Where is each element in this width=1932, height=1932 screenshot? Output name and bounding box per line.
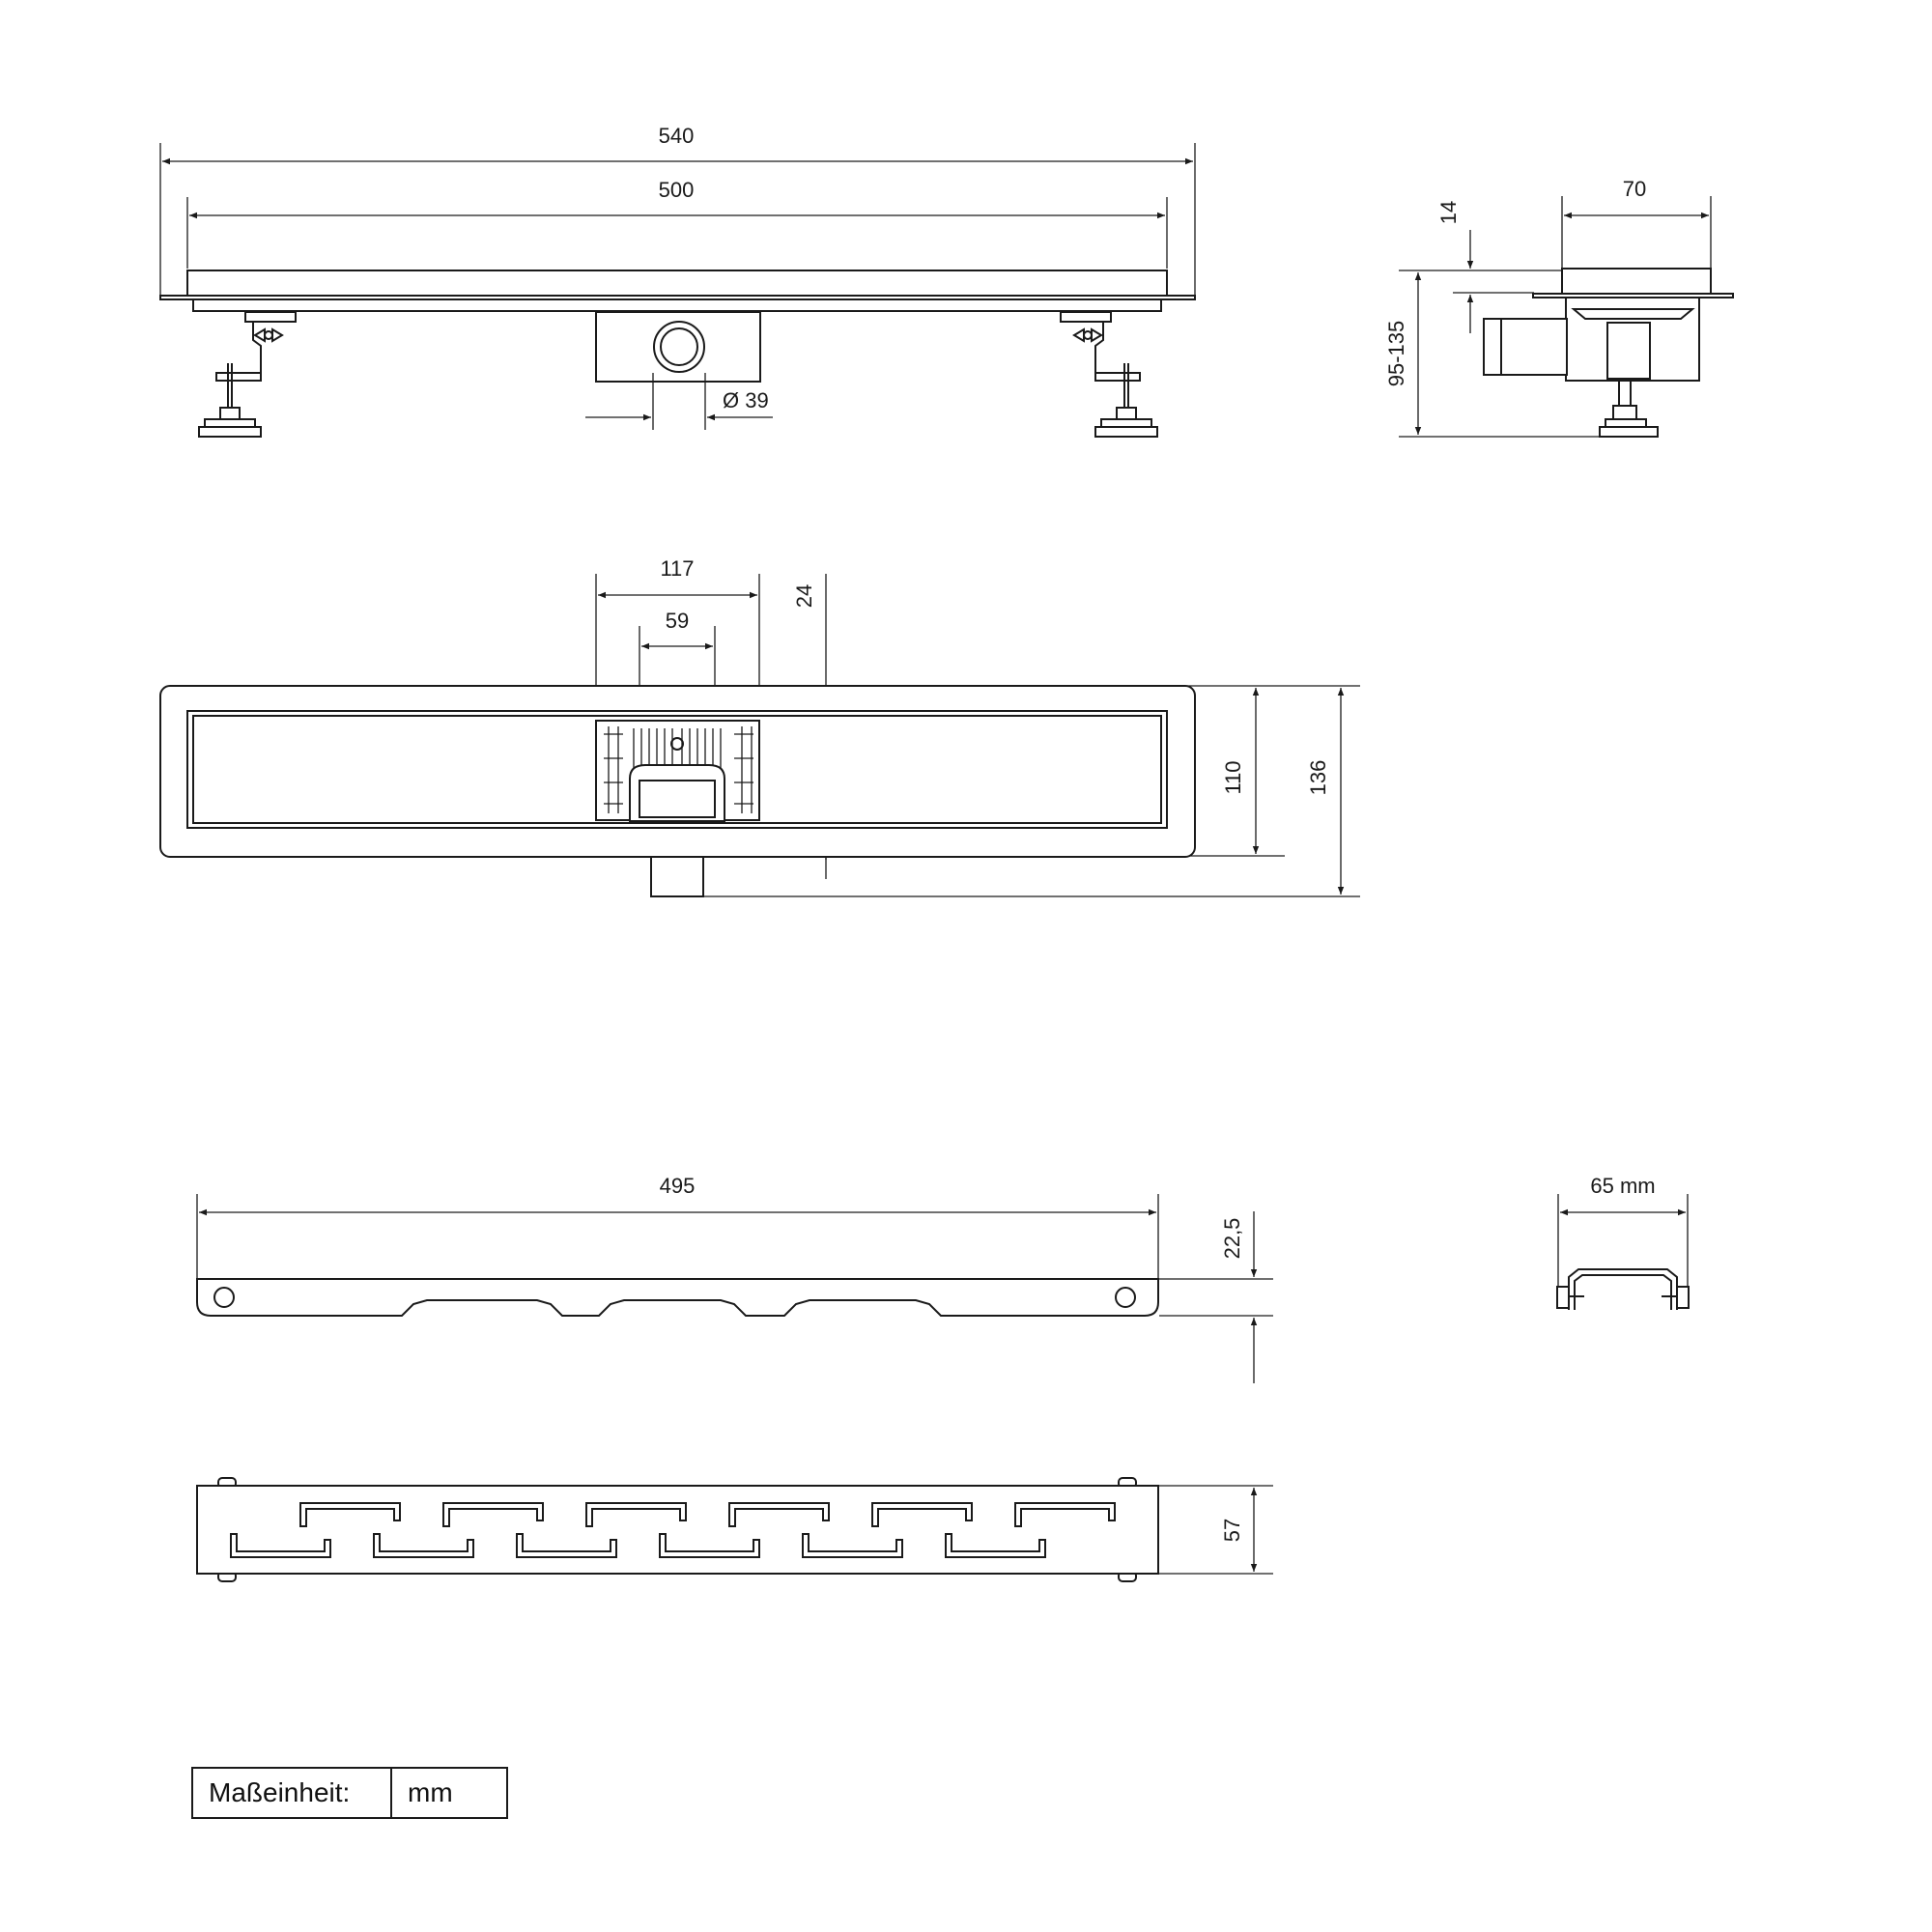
clip-view: 65 mm <box>1556 1174 1690 1310</box>
dim-label-136: 136 <box>1306 760 1330 796</box>
grate-pattern <box>230 1502 1116 1558</box>
grate <box>186 270 1168 297</box>
top-view: 117 59 24 110 136 <box>159 556 1360 897</box>
outlet-box <box>595 311 761 383</box>
unit-value: mm <box>408 1777 453 1807</box>
bracket-view: 495 22,5 <box>196 1174 1273 1383</box>
dim-label-24: 24 <box>792 584 816 608</box>
end-grate <box>1561 268 1712 295</box>
bracket-hole-left <box>213 1287 235 1308</box>
dim-label-70: 70 <box>1623 177 1646 201</box>
channel-body <box>192 298 1162 312</box>
outlet-stub <box>650 856 704 897</box>
dim-label-14: 14 <box>1436 201 1461 224</box>
dim-label-diameter: Ø 39 <box>723 388 769 412</box>
outlet-pipe-inner <box>660 327 698 366</box>
end-view: 70 14 95-135 <box>1384 177 1734 438</box>
dim-label-65mm: 65 mm <box>1590 1174 1655 1198</box>
dim-label-117: 117 <box>660 556 694 581</box>
dim-label-59: 59 <box>666 609 689 633</box>
end-outlet-pipe <box>1483 318 1568 376</box>
dim-label-57: 57 <box>1220 1519 1244 1542</box>
dim-label-95-135: 95-135 <box>1384 321 1408 387</box>
clip-spring <box>1568 1268 1678 1310</box>
grate-view: 57 <box>196 1477 1273 1582</box>
bracket-hole-right <box>1115 1287 1136 1308</box>
support-bracket <box>196 1278 1159 1317</box>
dim-label-110: 110 <box>1221 760 1245 794</box>
dim-label-500: 500 <box>659 178 695 202</box>
side-view: 540 500 Ø 39 <box>159 124 1196 438</box>
leveling-foot-right <box>1060 311 1158 438</box>
grate-plate <box>196 1485 1159 1575</box>
unit-table: Maßeinheit: mm <box>191 1767 508 1819</box>
dim-label-22-5: 22,5 <box>1220 1218 1244 1260</box>
channel-inner-outline <box>186 710 1168 829</box>
dim-label-495: 495 <box>660 1174 696 1198</box>
outlet-pipe-outer <box>653 321 705 373</box>
trap-ribs <box>604 726 753 813</box>
unit-label: Maßeinheit: <box>193 1769 392 1817</box>
dim-label-540: 540 <box>659 124 695 148</box>
trap-cap <box>629 764 725 822</box>
leveling-foot-left <box>198 311 297 438</box>
